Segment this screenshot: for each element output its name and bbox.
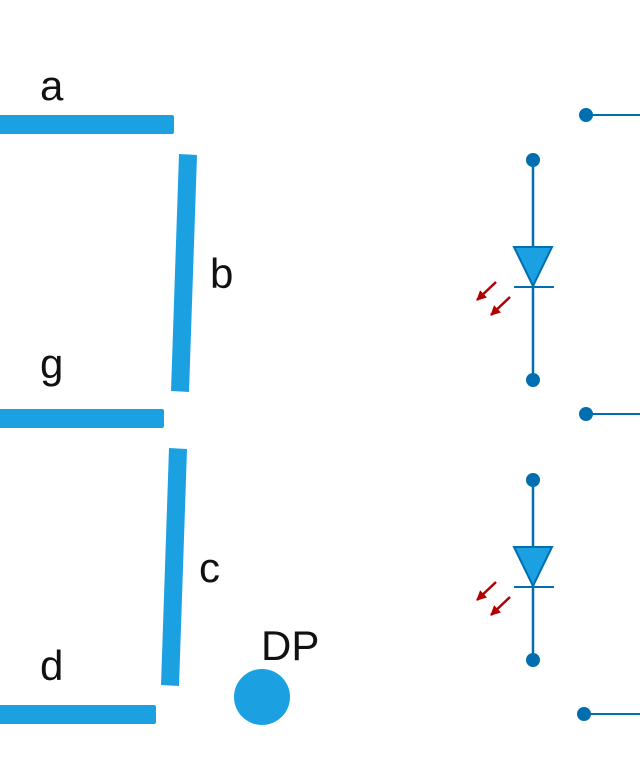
light-arrow-icon: [490, 296, 511, 316]
label-b: b: [210, 250, 233, 297]
light-arrow-icon: [476, 581, 497, 601]
label-dp: DP: [261, 622, 319, 669]
label-a: a: [40, 62, 64, 109]
led-1: [476, 153, 554, 387]
segment-c: [161, 448, 187, 686]
segment-d: [0, 705, 156, 724]
terminal-3: [577, 707, 640, 721]
label-g: g: [40, 340, 63, 387]
segment-a: [0, 115, 174, 134]
segment-dp: [234, 669, 290, 725]
label-d: d: [40, 642, 63, 689]
label-c: c: [199, 544, 220, 591]
segment-b: [171, 154, 197, 392]
light-arrow-icon: [490, 596, 511, 616]
led-2: [476, 473, 554, 667]
terminal-2: [579, 407, 640, 421]
segment-g: [0, 409, 164, 428]
light-arrow-icon: [476, 281, 497, 301]
terminal-1: [579, 108, 640, 122]
